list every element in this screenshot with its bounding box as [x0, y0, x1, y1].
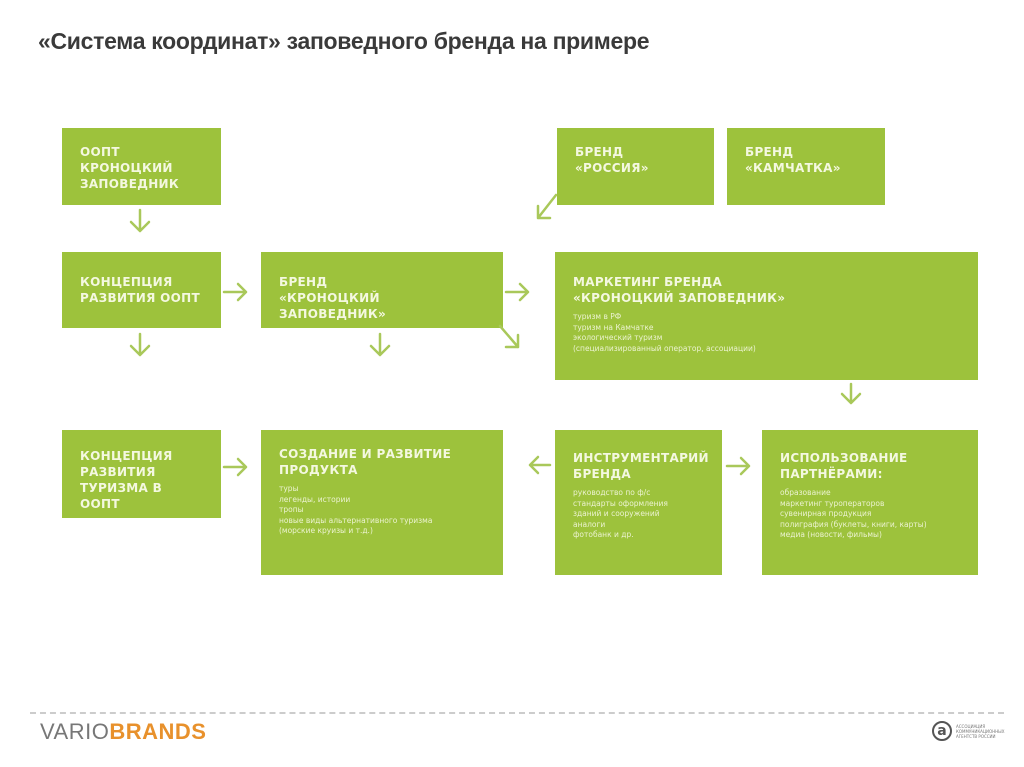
box-brand-kamchatka: БРЕНД «КАМЧАТКА» — [727, 128, 885, 205]
box-heading: БРЕНД «КАМЧАТКА» — [745, 145, 841, 175]
box-heading: ИСПОЛЬЗОВАНИЕ ПАРТНЁРАМИ: — [780, 451, 908, 481]
slide-title: «Система координат» заповедного бренда н… — [38, 28, 650, 54]
arrow-right-icon — [222, 282, 248, 302]
box-heading: МАРКЕТИНГ БРЕНДА «КРОНОЦКИЙ ЗАПОВЕДНИК» — [573, 275, 786, 305]
arrow-down-icon — [369, 332, 391, 357]
box-heading: КОНЦЕПЦИЯ РАЗВИТИЯ ООПТ — [80, 275, 200, 305]
box-product: СОЗДАНИЕ И РАЗВИТИЕ ПРОДУКТА туры легенды… — [261, 430, 503, 575]
arrow-down-icon — [129, 332, 151, 357]
arrow-diagonal-icon — [498, 324, 520, 349]
box-heading: СОЗДАНИЕ И РАЗВИТИЕ ПРОДУКТА — [279, 447, 452, 477]
association-text: АССОЦИАЦИЯ КОММУНИКАЦИОННЫХ АГЕНТСТВ РОС… — [956, 723, 1005, 739]
arrow-right-icon — [504, 282, 530, 302]
box-brand-russia: БРЕНД «РОССИЯ» — [557, 128, 714, 205]
box-heading: БРЕНД «КРОНОЦКИЙ ЗАПОВЕДНИК» — [279, 275, 387, 321]
box-details: образование маркетинг туроператоров суве… — [780, 488, 927, 539]
box-concept-oopt: КОНЦЕПЦИЯ РАЗВИТИЯ ООПТ — [62, 252, 221, 328]
arrow-right-icon — [222, 457, 248, 477]
box-marketing: МАРКЕТИНГ БРЕНДА «КРОНОЦКИЙ ЗАПОВЕДНИК» т… — [555, 252, 978, 380]
box-heading: ИНСТРУМЕНТАРИЙ БРЕНДА — [573, 451, 709, 481]
box-partners: ИСПОЛЬЗОВАНИЕ ПАРТНЁРАМИ: образование мар… — [762, 430, 978, 575]
arrow-right-icon — [725, 456, 751, 476]
logo-part2: BRANDS — [109, 719, 207, 744]
box-details: руководство по ф/с стандарты оформления … — [573, 488, 668, 539]
box-details: туры легенды, истории тропы новые виды а… — [279, 484, 433, 535]
box-oopt: ООПТ КРОНОЦКИЙ ЗАПОВЕДНИК — [62, 128, 221, 205]
at-sign-icon: a — [932, 721, 952, 741]
box-heading: ООПТ КРОНОЦКИЙ ЗАПОВЕДНИК — [80, 145, 179, 191]
box-concept-tourism: КОНЦЕПЦИЯ РАЗВИТИЯ ТУРИЗМА В ООПТ — [62, 430, 221, 518]
variobrands-logo: VARIOBRANDS — [40, 719, 206, 745]
footer-divider — [30, 712, 1004, 714]
arrow-diagonal-icon — [536, 193, 558, 220]
arrow-down-icon — [129, 208, 151, 233]
box-heading: БРЕНД «РОССИЯ» — [575, 145, 649, 175]
box-brand-kronotsky: БРЕНД «КРОНОЦКИЙ ЗАПОВЕДНИК» — [261, 252, 503, 328]
box-toolkit: ИНСТРУМЕНТАРИЙ БРЕНДА руководство по ф/с … — [555, 430, 722, 575]
arrow-left-icon — [528, 455, 552, 475]
logo-part1: VARIO — [40, 719, 110, 744]
box-details: туризм в РФ туризм на Камчатке экологиче… — [573, 312, 756, 353]
box-heading: КОНЦЕПЦИЯ РАЗВИТИЯ ТУРИЗМА В ООПТ — [80, 449, 173, 511]
arrow-down-icon — [840, 382, 862, 405]
